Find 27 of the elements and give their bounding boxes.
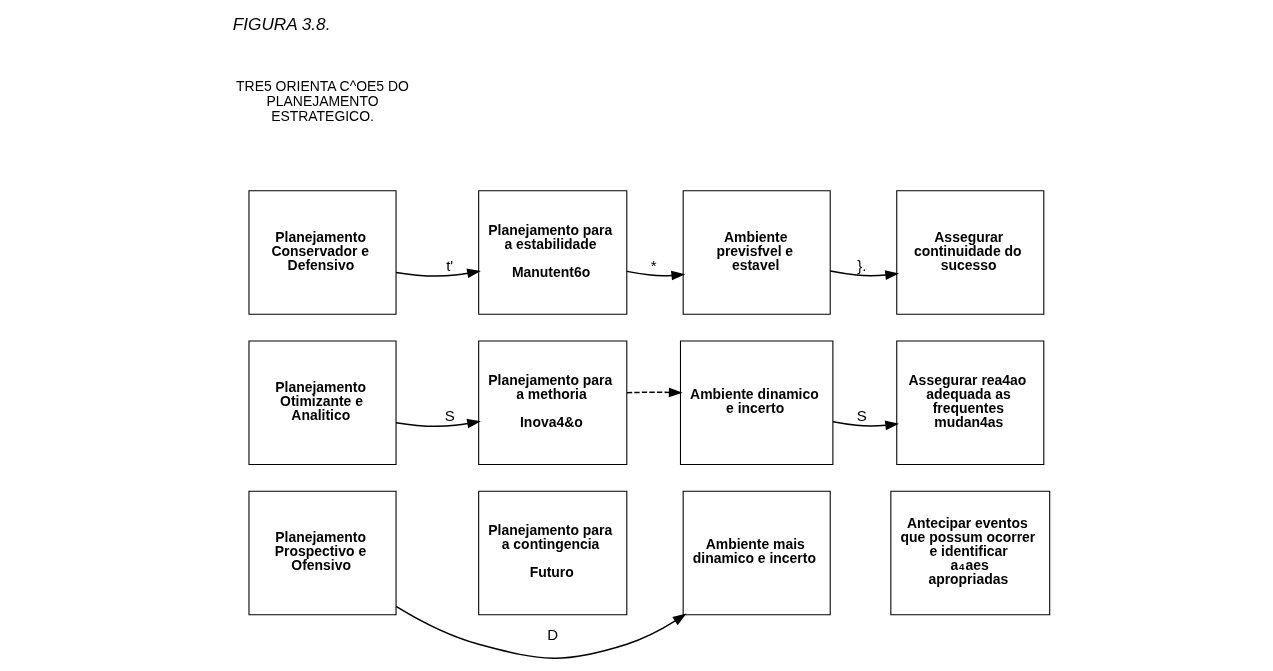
node-box: Planejamento Prospectivo e Ofensivo bbox=[247, 490, 397, 616]
node-box: Assegurar rea4ao adequada as frequentes mudan4as bbox=[895, 340, 1044, 465]
node-box: Planejamento para a methoria Inova4&o bbox=[477, 340, 627, 465]
node-box: Antecipar eventos que possum ocorrer e identificar a4aes apropriadas bbox=[889, 490, 1050, 616]
arrow bbox=[394, 418, 481, 429]
edge-label: S bbox=[856, 407, 867, 425]
diagram-title: FIGURA 3.8. bbox=[232, 13, 330, 34]
edge-label: D bbox=[546, 626, 558, 644]
label: TRE5 ORIENTA C^OE5 DO PLANEJAMENTO ESTRATEGICO. bbox=[235, 77, 409, 124]
arrow bbox=[625, 387, 683, 398]
node-box: Planejamento Conservador e Defensivo bbox=[247, 190, 397, 315]
edge-label: * bbox=[650, 256, 657, 274]
arrow bbox=[625, 270, 685, 281]
arrow bbox=[829, 270, 899, 280]
edge-label: t' bbox=[445, 256, 453, 274]
edge-label: }. bbox=[856, 256, 866, 274]
node-box: Assegurar continuidade do sucesso bbox=[895, 190, 1044, 315]
node-box: Planejamento Otimizante e Analitico bbox=[247, 340, 397, 465]
node-box: Planejamento para a contingencia Futuro bbox=[477, 490, 627, 616]
node-box: Planejamento para a estabilidade Manutent6o bbox=[477, 190, 627, 315]
arrow bbox=[394, 268, 481, 279]
node-box: Ambiente mais dinamico e incerto bbox=[682, 490, 831, 616]
edge-label: S bbox=[444, 407, 455, 425]
arrow bbox=[394, 605, 686, 659]
arrow bbox=[831, 420, 899, 431]
node-box: Ambiente dinamico e incerto bbox=[679, 340, 833, 465]
node-box: Ambiente previsfvel e estavel bbox=[682, 190, 831, 315]
